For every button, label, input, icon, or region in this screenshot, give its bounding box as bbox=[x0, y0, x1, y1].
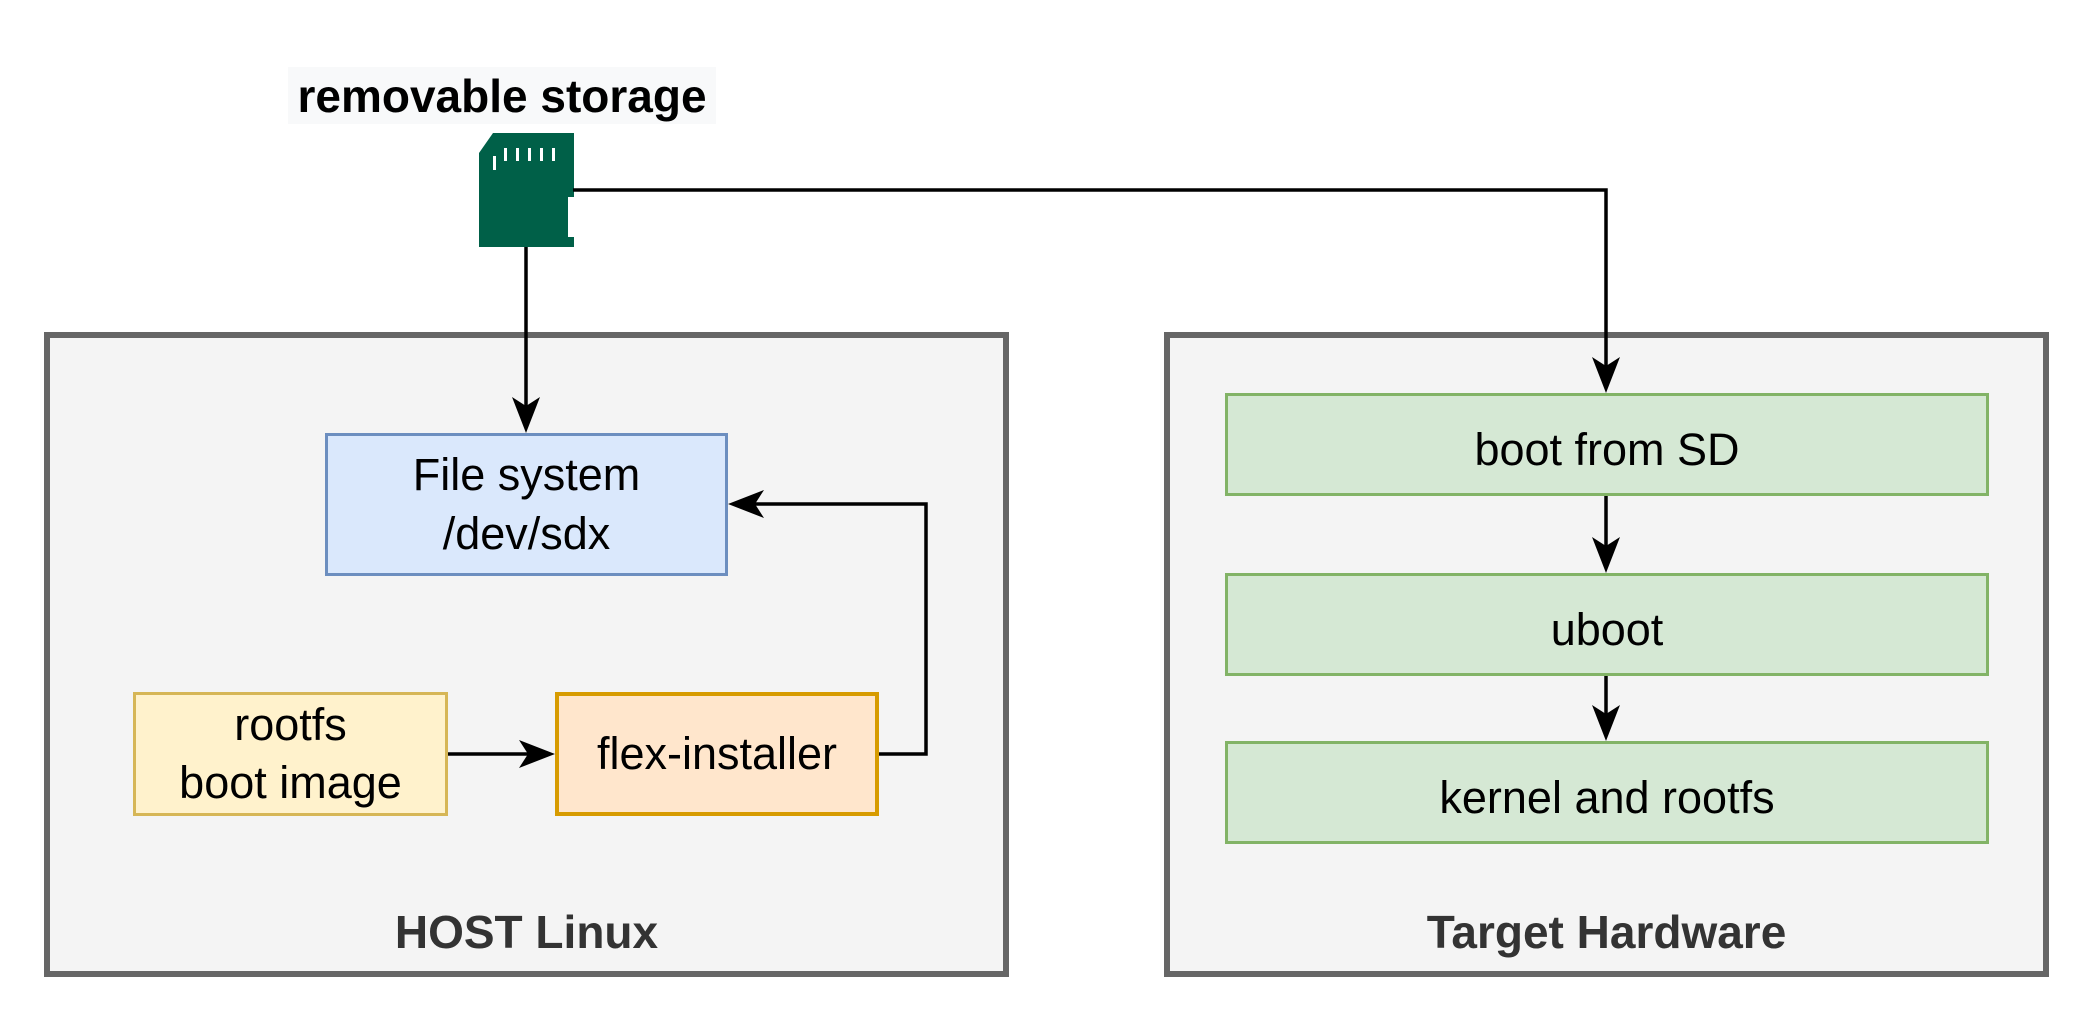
uboot-node[interactable]: uboot bbox=[1225, 573, 1989, 676]
arrowhead-filesystem-side bbox=[728, 490, 764, 518]
kernel-and-rootfs-node[interactable]: kernel and rootfs bbox=[1225, 741, 1989, 844]
rootfs-boot-image-node[interactable]: rootfs boot image bbox=[133, 692, 448, 816]
arrowhead-boot bbox=[1592, 357, 1620, 393]
edge-flex-to-filesystem bbox=[748, 502, 928, 756]
filesystem-node[interactable]: File system /dev/sdx bbox=[325, 433, 728, 576]
arrowhead-uboot bbox=[1592, 537, 1620, 573]
arrowhead-filesystem bbox=[512, 397, 540, 433]
arrowhead-flex bbox=[519, 740, 555, 768]
boot-from-sd-node[interactable]: boot from SD bbox=[1225, 393, 1989, 496]
sd-card-icon bbox=[479, 133, 574, 247]
edge-storage-to-boot bbox=[573, 188, 1608, 374]
host-linux-title: HOST Linux bbox=[394, 906, 659, 958]
flex-installer-node[interactable]: flex-installer bbox=[555, 692, 879, 816]
removable-storage-label: removable storage bbox=[288, 67, 716, 124]
target-hardware-title: Target Hardware bbox=[1426, 906, 1787, 958]
arrowhead-kernel bbox=[1592, 705, 1620, 741]
